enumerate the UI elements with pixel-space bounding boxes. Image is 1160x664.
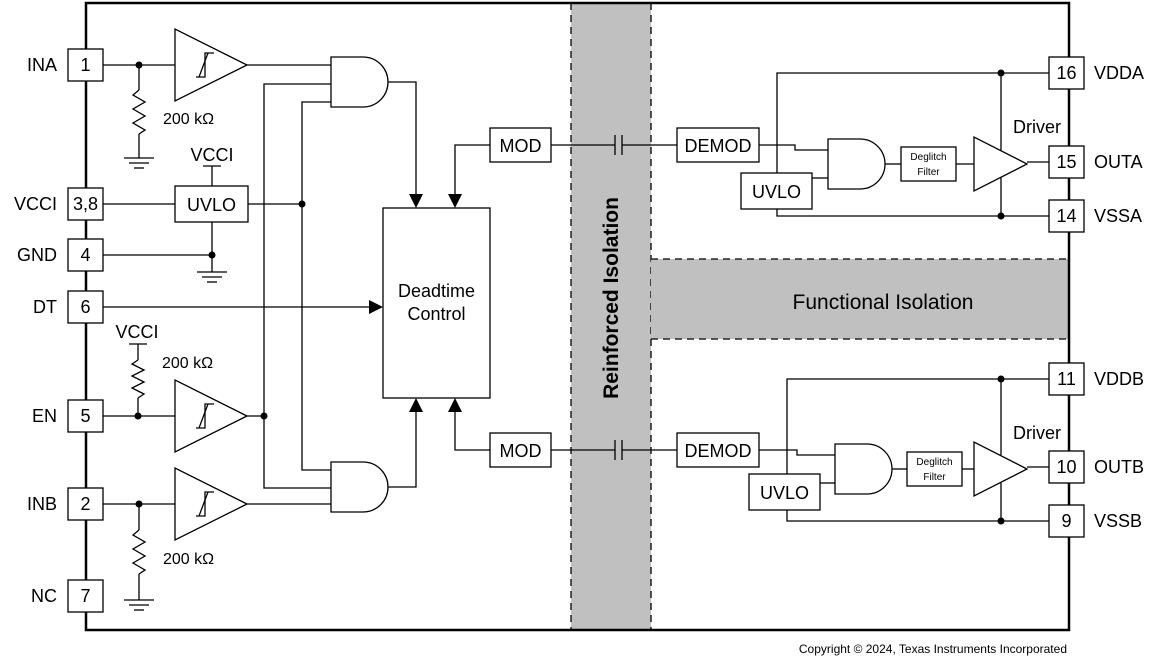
deglitch-a-line1: Deglitch [910,152,946,163]
deadtime-control-block [382,207,491,399]
driver-a-label: Driver [1013,117,1061,137]
pin-box-16 [1048,56,1085,90]
driver-b-label: Driver [1013,423,1061,443]
pin-box-15 [1048,145,1085,179]
deadtime-label-line2: Control [407,304,465,324]
pin-box-6 [67,290,104,324]
uvlo-block-b [748,473,821,511]
pin-label-vssa: VSSA [1094,206,1142,226]
uvlo-b-label: UVLO [760,483,809,503]
pin-box-3-8 [67,187,104,221]
pin-num-2: 2 [80,494,90,514]
driver-a [973,135,1029,193]
deglitch-filter-b [906,451,963,487]
pin-num-9: 9 [1061,511,1071,531]
reinforced-isolation-label: Reinforced Isolation [600,197,623,399]
pin-label-ina: INA [27,55,57,75]
dt-arrow [369,300,383,314]
deglitch-b-line1: Deglitch [916,457,952,468]
uvlo-block-a [740,172,813,210]
pin-num-3-8: 3,8 [73,194,98,214]
demod-block-b [676,432,760,468]
ina-schmitt-buffer [174,27,249,103]
pin-label-vddb: VDDB [1094,369,1144,389]
mod-block-a [489,127,552,163]
pin-label-gnd: GND [17,245,57,265]
en-schmitt-buffer [174,378,249,454]
and-gate-a-output [827,138,886,190]
pin-label-vdda: VDDA [1094,63,1144,83]
inb-schmitt-buffer [174,466,249,542]
ina-resistor-label: 200 kΩ [163,111,214,128]
vcci-supply-label-top: VCCI [190,145,233,165]
pin-label-dt: DT [33,297,57,317]
pin-label-vcci: VCCI [14,194,57,214]
pin-num-11: 11 [1057,369,1076,389]
pin-label-outb: OUTB [1094,457,1144,477]
pin-box-14 [1048,199,1085,233]
pin-box-4 [67,238,104,272]
en-resistor-label: 200 kΩ [162,355,213,372]
pin-label-nc: NC [31,586,57,606]
uvlo-a-label: UVLO [752,182,801,202]
pin-box-11 [1048,362,1085,396]
reinforced-isolation-band [571,3,651,630]
pin-num-15: 15 [1056,152,1076,172]
inb-resistor-label: 200 kΩ [163,551,214,568]
mod-b-label: MOD [500,441,542,461]
driver-b [973,440,1029,498]
uvlo-input-label: UVLO [187,195,236,215]
deglitch-a-line2: Filter [917,167,940,178]
demod-block-a [676,127,760,163]
vcci-supply-label-en: VCCI [115,322,158,342]
and-gate-a-input [330,56,389,108]
functional-isolation-band [651,259,1069,339]
pin-label-inb: INB [27,494,57,514]
pin-num-7: 7 [80,586,90,606]
pin-num-14: 14 [1056,206,1076,226]
and-gate-b-output [834,443,893,495]
mod-block-b [489,432,552,468]
pin-num-6: 6 [80,297,90,317]
deglitch-b-line2: Filter [923,472,946,483]
deadtime-label-line1: Deadtime [398,281,475,301]
deglitch-filter-a [900,146,957,182]
pin-box-9 [1048,504,1085,538]
pin-box-5 [67,399,104,433]
pin-num-16: 16 [1056,63,1076,83]
and-gate-b-input [330,461,389,513]
pin-label-outa: OUTA [1094,152,1143,172]
pin-num-4: 4 [80,245,90,265]
mod-a-label: MOD [500,136,542,156]
pin-label-en: EN [32,406,57,426]
pin-box-7 [67,579,104,613]
ina-input-path [103,61,175,169]
functional-isolation-label: Functional Isolation [793,291,974,314]
copyright-notice: Copyright © 2024, Texas Instruments Inco… [799,642,1067,656]
pin-box-10 [1048,450,1085,484]
demod-b-label: DEMOD [685,441,752,461]
pin-box-2 [67,487,104,521]
pin-num-5: 5 [80,406,90,426]
uvlo-block-input [174,185,249,223]
pin-num-10: 10 [1056,457,1076,477]
demod-a-label: DEMOD [685,136,752,156]
pin-num-1: 1 [80,55,90,75]
pin-label-vssb: VSSB [1094,511,1142,531]
